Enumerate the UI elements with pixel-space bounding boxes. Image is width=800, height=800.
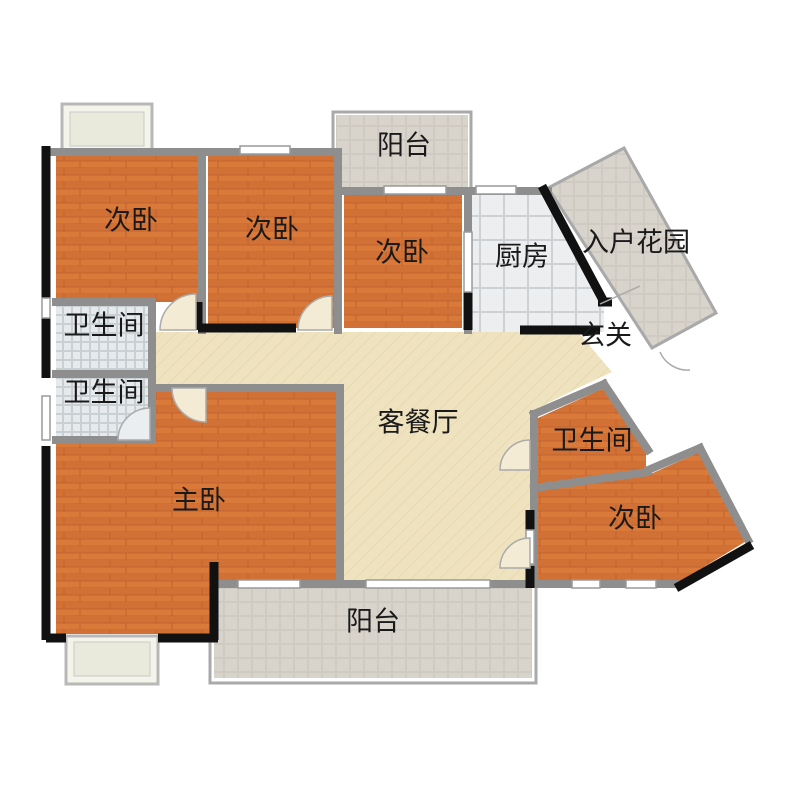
room-label-bathroom-upper: 卫生间 [64, 311, 145, 342]
bay-window-bottom [64, 634, 160, 686]
bay-window-top [60, 102, 154, 154]
bedroom-top-left-floor [56, 152, 198, 302]
room-label-bathroom-right: 卫生间 [552, 426, 633, 457]
room-label-balcony-bottom: 阳台 [346, 607, 400, 638]
room-label-master-bedroom: 主卧 [172, 486, 226, 517]
room-label-bedroom-top-middle: 次卧 [245, 215, 299, 246]
bedroom-top-right-floor [344, 195, 462, 328]
kitchen-floor [472, 195, 604, 332]
room-label-bedroom-right: 次卧 [608, 504, 662, 535]
master-bedroom-floor [56, 392, 336, 634]
bedroom-top-middle-floor [208, 152, 334, 328]
bedroom-right-floor [538, 452, 748, 584]
living-dining-floor [152, 332, 612, 582]
room-label-balcony-top: 阳台 [377, 131, 431, 162]
bathroom-upper-floor [56, 302, 152, 374]
room-label-living-dining: 客餐厅 [378, 408, 459, 439]
exterior-walls [41, 146, 755, 643]
room-label-bedroom-top-right: 次卧 [375, 238, 429, 269]
room-label-bathroom-lower: 卫生间 [64, 378, 145, 409]
room-label-kitchen: 厨房 [495, 242, 549, 273]
entry-garden [545, 145, 719, 350]
balcony-bottom [208, 581, 538, 685]
room-label-entry-garden: 入户花园 [582, 228, 690, 259]
room-label-bedroom-top-left: 次卧 [104, 206, 158, 237]
room-label-entrance: 玄关 [578, 321, 632, 352]
doors [117, 285, 691, 569]
